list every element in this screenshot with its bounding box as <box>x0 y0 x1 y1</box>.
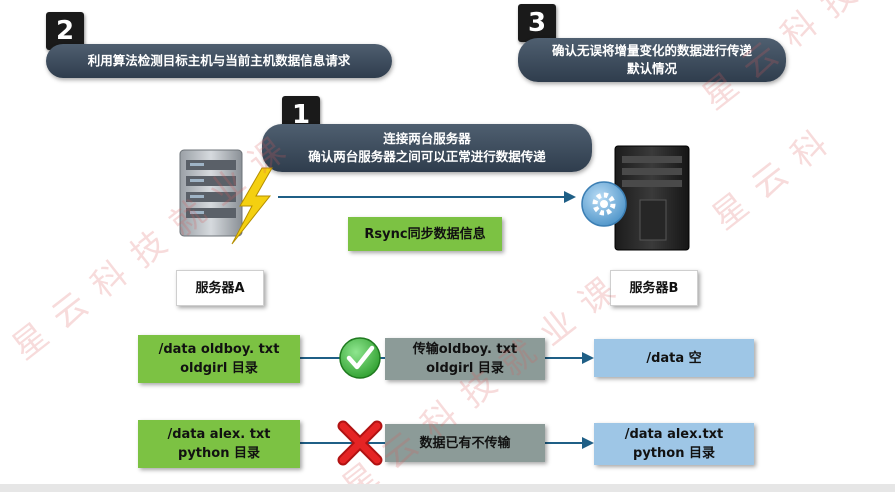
row-2-target-line2: python 目录 <box>633 446 715 461</box>
step-2-text: 利用算法检测目标主机与当前主机数据信息请求 <box>87 53 351 68</box>
rsync-label-box: Rsync同步数据信息 <box>348 217 502 251</box>
cross-icon <box>337 420 383 466</box>
check-icon <box>339 337 381 379</box>
row-1-action-line1: 传输oldboy. txt <box>412 342 518 357</box>
step-1-text-line1: 连接两台服务器 <box>383 131 471 146</box>
row-1-target-line1: /data 空 <box>646 350 702 366</box>
row-2-action: 数据已有不传输 <box>385 424 545 462</box>
step-3-text-line2: 默认情况 <box>626 61 677 76</box>
server-a-icon <box>179 149 243 237</box>
row-2-target-line1: /data alex.txt <box>624 427 724 442</box>
sync-arrow <box>278 191 576 203</box>
row-1-action-line2: oldgirl 目录 <box>426 361 504 376</box>
row-2-source-line2: python 目录 <box>178 446 260 461</box>
server-b-label-box: 服务器B <box>610 270 698 306</box>
step-1-text-line2: 确认两台服务器之间可以正常进行数据传递 <box>308 149 546 164</box>
server-b-icon <box>614 145 690 251</box>
gear-icon <box>581 181 627 227</box>
row-2-target: /data alex.txt python 目录 <box>594 423 754 465</box>
row-1-target: /data 空 <box>594 339 754 377</box>
step-2-callout: 利用算法检测目标主机与当前主机数据信息请求 <box>46 44 392 78</box>
step-1-callout: 连接两台服务器 确认两台服务器之间可以正常进行数据传递 <box>262 124 592 172</box>
lightning-icon <box>231 167 273 245</box>
rsync-label: Rsync同步数据信息 <box>364 226 486 242</box>
step-3-number: 3 <box>518 4 556 42</box>
bottom-band <box>0 484 895 492</box>
server-a-label: 服务器A <box>195 280 245 296</box>
row-2-connector <box>300 437 594 449</box>
row-1-source: /data oldboy. txt oldgirl 目录 <box>138 335 300 383</box>
row-2-source: /data alex. txt python 目录 <box>138 420 300 468</box>
row-1-source-line2: oldgirl 目录 <box>180 361 258 376</box>
row-2-source-line1: /data alex. txt <box>167 427 271 442</box>
row-1-source-line1: /data oldboy. txt <box>158 342 280 357</box>
server-b-label: 服务器B <box>629 280 679 296</box>
step-3-text-line1: 确认无误将增量变化的数据进行传递 <box>551 43 752 58</box>
server-a-label-box: 服务器A <box>176 270 264 306</box>
step-3-callout: 确认无误将增量变化的数据进行传递 默认情况 <box>518 38 786 82</box>
step-2-number: 2 <box>46 12 84 50</box>
row-1-action: 传输oldboy. txt oldgirl 目录 <box>385 338 545 380</box>
row-2-action-line1: 数据已有不传输 <box>419 435 511 451</box>
